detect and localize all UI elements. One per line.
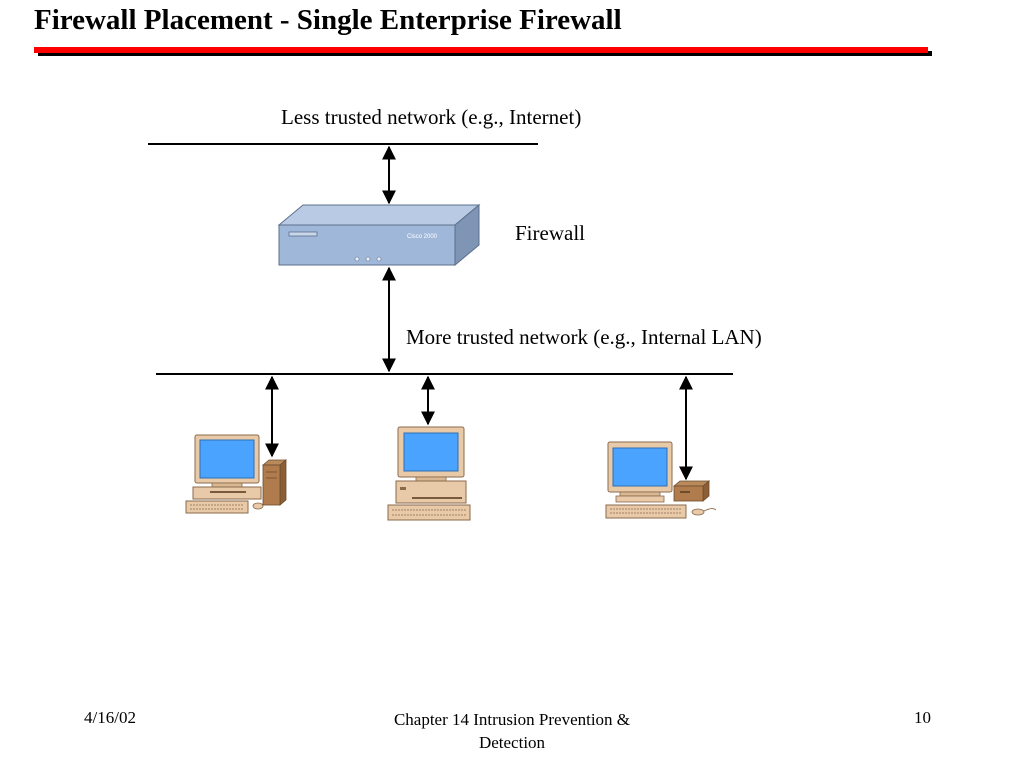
footer-page-number: 10 — [914, 708, 931, 727]
more-trusted-network-label: More trusted network (e.g., Internal LAN… — [406, 325, 762, 349]
firewall-device-icon: Cisco 2000 — [277, 203, 481, 267]
firewall-label: Firewall — [515, 221, 585, 245]
computer-3-icon — [605, 441, 717, 519]
computer-2-icon — [387, 426, 471, 521]
less-trusted-network-label: Less trusted network (e.g., Internet) — [281, 105, 582, 129]
title-underline — [34, 47, 928, 53]
computer-1-icon — [185, 434, 288, 514]
firewall-device-text: Cisco 2000 — [407, 234, 438, 240]
footer-chapter: Chapter 14 Intrusion Prevention & Detect… — [393, 710, 631, 752]
footer-date: 4/16/02 — [84, 708, 136, 727]
slide-title: Firewall Placement - Single Enterprise F… — [34, 4, 622, 36]
title-underline-shadow — [38, 51, 932, 56]
